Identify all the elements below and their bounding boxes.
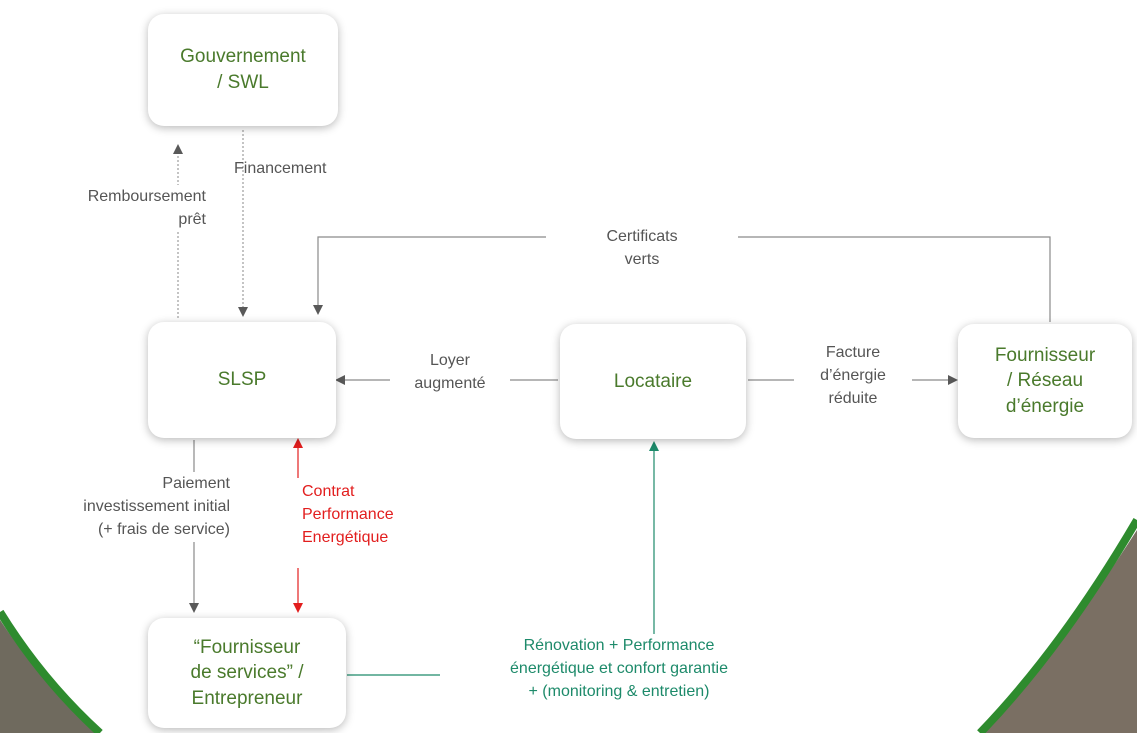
ring-arc-left [0, 609, 103, 733]
photo-corner-right [985, 530, 1137, 733]
node-fournisseur-energie: Fournisseur / Réseau d’énergie [958, 324, 1132, 438]
label-contrat: Contrat Performance Energétique [302, 483, 394, 547]
node-locataire-label: Locataire [613, 370, 693, 392]
label-renovation: Rénovation + Performance énergétique et … [440, 634, 798, 704]
node-locataire: Locataire [560, 324, 746, 439]
node-slsp: SLSP [148, 322, 336, 438]
photo-corner-left [0, 620, 95, 733]
label-certificats: Certificats verts [546, 225, 738, 272]
node-slsp-label: SLSP [217, 369, 267, 391]
label-paiement: Paiement investissement initial (+ frais… [20, 472, 234, 542]
label-loyer: Loyer augmenté [390, 349, 510, 396]
node-gouvernement: Gouvernement / SWL [148, 14, 338, 126]
label-remboursement: Remboursement prêt [34, 185, 210, 232]
node-fournisseur-services-label: “Fournisseur de services” / Entrepreneur [190, 636, 304, 709]
node-gouvernement-label: Gouvernement / SWL [180, 46, 306, 93]
label-facture: Facture d’énergie réduite [794, 341, 912, 411]
node-fournisseur-energie-label: Fournisseur / Réseau d’énergie [994, 344, 1096, 417]
ring-arc-right [977, 517, 1137, 733]
label-financement: Financement [234, 160, 327, 177]
node-fournisseur-services: “Fournisseur de services” / Entrepreneur [148, 618, 346, 728]
